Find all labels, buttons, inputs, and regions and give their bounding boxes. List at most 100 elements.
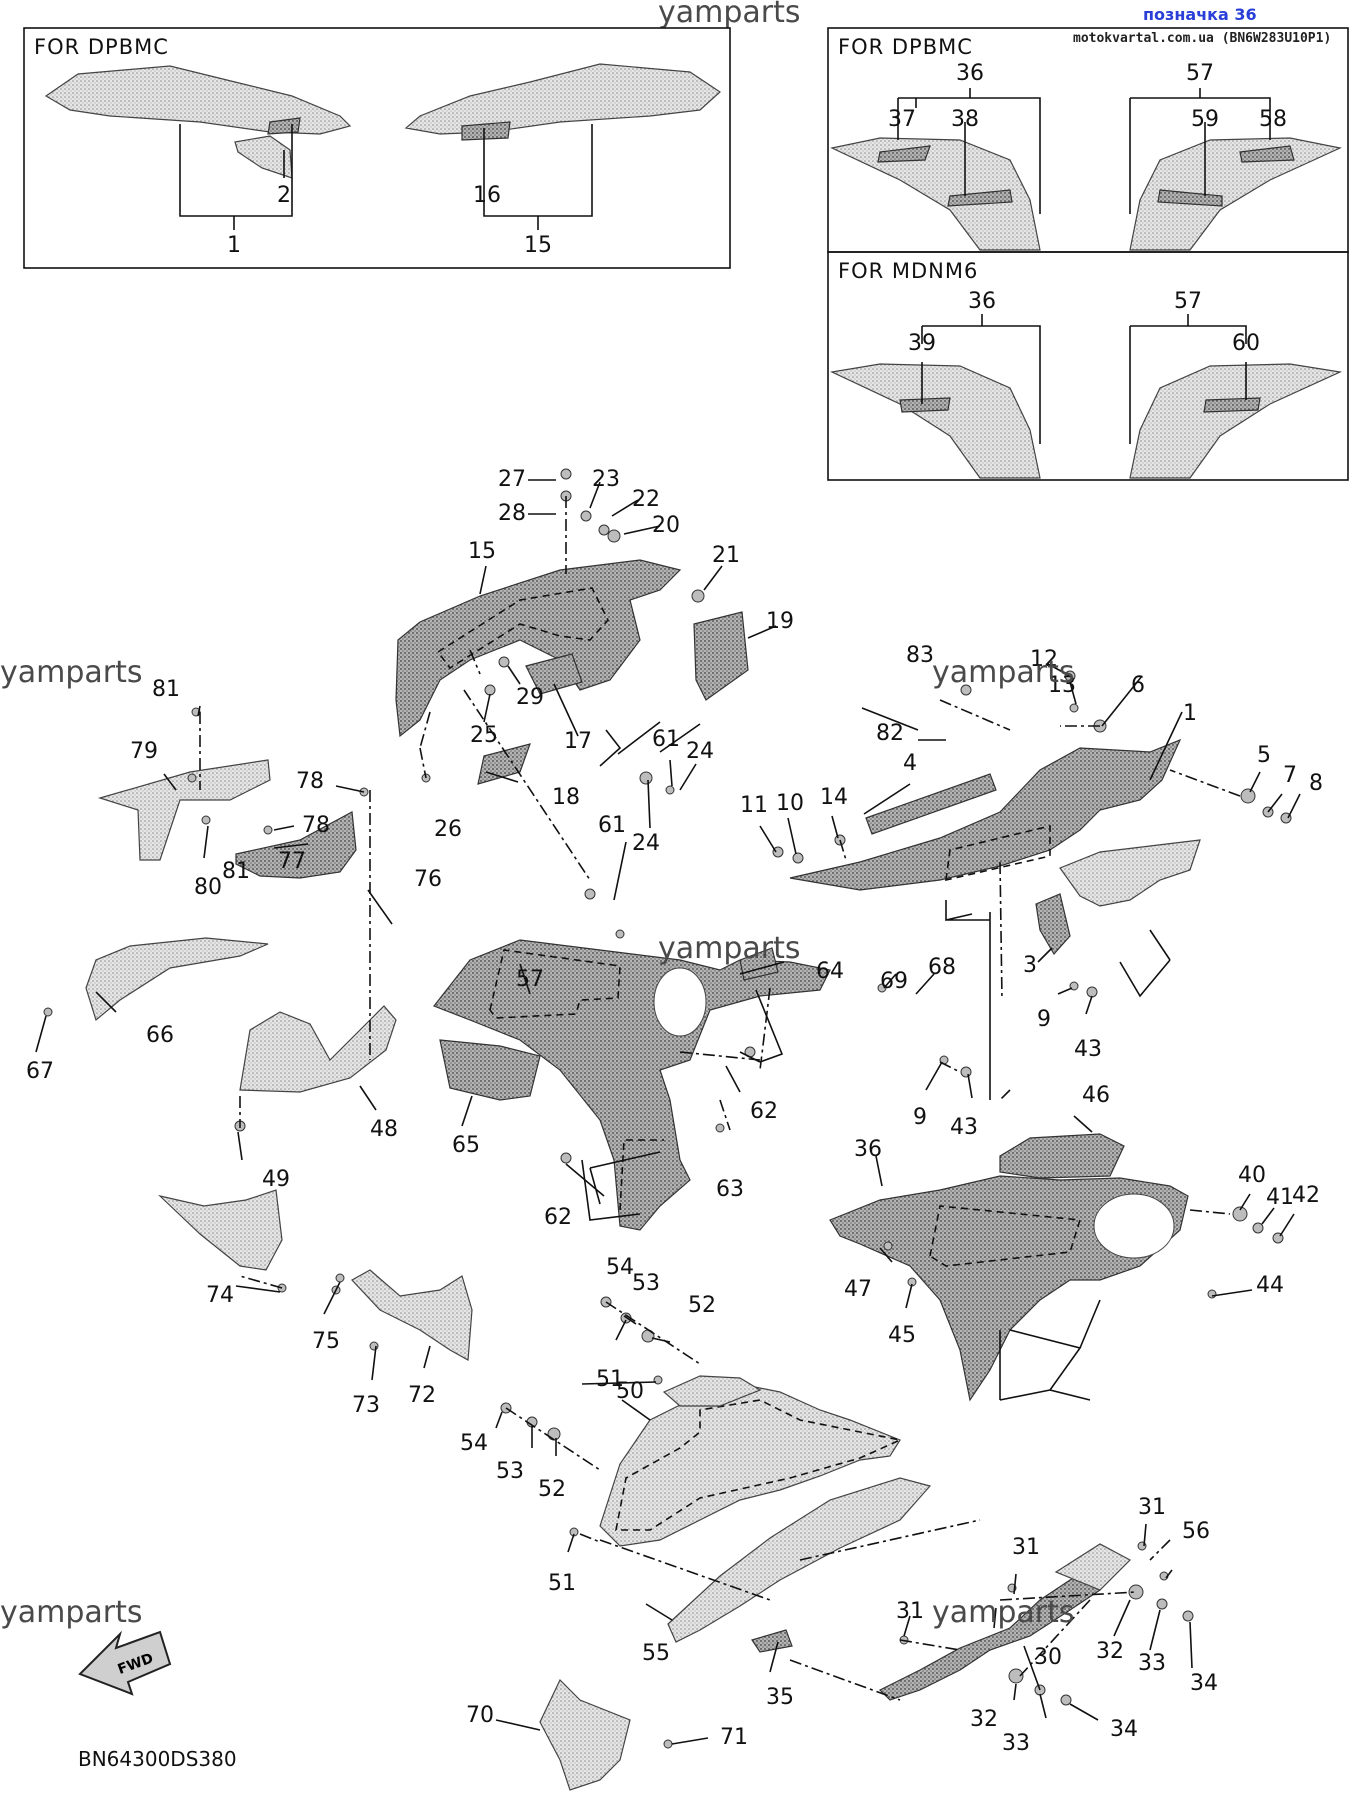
panel-part [999, 1133, 1125, 1179]
callout-number: 68 [928, 955, 956, 980]
callout-number: 30 [1034, 1645, 1062, 1670]
callout-number: 81 [222, 859, 250, 884]
callout-number: 73 [352, 1393, 380, 1418]
panel-title: FOR DPBMC [838, 35, 973, 59]
panel-part [539, 1678, 631, 1791]
panel-left [830, 363, 1041, 479]
callout-number: 13 [1048, 673, 1076, 698]
callout-number: 32 [1096, 1639, 1124, 1664]
callout-number: 31 [1012, 1535, 1040, 1560]
panel-title: FOR DPBMC [34, 35, 169, 59]
panel-right [1129, 137, 1342, 251]
callout-number: 62 [544, 1205, 572, 1230]
panel-part [693, 611, 749, 701]
watermark-top: yamparts [658, 0, 801, 30]
fasteners [43, 468, 1292, 1749]
panel-left-decal [877, 145, 931, 163]
panel-part [439, 1039, 541, 1101]
callout-number: 33 [1002, 1731, 1030, 1756]
callout-number: 71 [720, 1725, 748, 1750]
callout-number: 26 [434, 817, 462, 842]
callout-number: 9 [913, 1105, 927, 1130]
callout-number: 47 [844, 1277, 872, 1302]
callout-number: 41 [1266, 1185, 1294, 1210]
callout-number: 22 [632, 487, 660, 512]
callout-number: 53 [632, 1271, 660, 1296]
callout-number: 49 [262, 1167, 290, 1192]
callout: 16 [473, 183, 501, 208]
callout-number: 74 [206, 1283, 234, 1308]
label-link[interactable]: позначка 36 [1143, 5, 1257, 24]
callout-number: 23 [592, 467, 620, 492]
source-ref: motokvartal.com.ua (BN6W283U10P1) [1073, 31, 1331, 46]
callout-number: 78 [302, 813, 330, 838]
bracket-part [662, 1375, 762, 1407]
panel-title: FOR MDNM6 [838, 259, 978, 283]
callout-number: 8 [1309, 771, 1323, 796]
panel-part [1059, 839, 1201, 907]
callout-number: 61 [598, 813, 626, 838]
callout: 36 [956, 61, 984, 86]
callout-number: 57 [516, 967, 544, 992]
callout-number: 69 [880, 969, 908, 994]
callout-number: 67 [26, 1059, 54, 1084]
callout-number: 51 [596, 1367, 624, 1392]
callout-number: 72 [408, 1383, 436, 1408]
panel-part [97, 759, 271, 861]
callout-number: 56 [1182, 1519, 1210, 1544]
callout-number: 17 [564, 729, 592, 754]
callout-number: 15 [468, 539, 496, 564]
watermark: yamparts [658, 931, 801, 966]
callout-number: 50 [616, 1379, 644, 1404]
callout-number: 43 [950, 1115, 978, 1140]
callout: 57 [1174, 289, 1202, 314]
callout-number: 62 [750, 1099, 778, 1124]
callout-number: 83 [906, 643, 934, 668]
panel-right [1129, 363, 1343, 479]
callout-number: 14 [820, 785, 848, 810]
callout-number: 35 [766, 1685, 794, 1710]
right-cowl-part [789, 738, 1182, 891]
callout-number: 34 [1190, 1671, 1218, 1696]
callout-number: 70 [466, 1703, 494, 1728]
callout-number: 40 [1238, 1163, 1266, 1188]
callout-number: 42 [1292, 1183, 1320, 1208]
callout-number: 18 [552, 785, 580, 810]
callout-number: 31 [896, 1599, 924, 1624]
panel-part [158, 1189, 283, 1271]
callout: 1 [227, 233, 241, 258]
leader-lines [35, 479, 1301, 1745]
callout-number: 29 [516, 685, 544, 710]
callout-number: 55 [642, 1641, 670, 1666]
callout-number: 52 [538, 1477, 566, 1502]
panel-part [1054, 1543, 1131, 1591]
callout-number: 77 [278, 849, 306, 874]
cowl-right-decal [461, 121, 511, 141]
callout: 60 [1232, 331, 1260, 356]
callout-number: 53 [496, 1459, 524, 1484]
callout-number: 44 [1256, 1273, 1284, 1298]
callout: 37 [888, 107, 916, 132]
panel-dpbmc-sidepanel: FOR DPBMC 36 57 37 38 59 58 [827, 27, 1349, 253]
callout-number: 25 [470, 723, 498, 748]
panel-right-decal [1203, 397, 1261, 413]
panel-part [751, 1629, 793, 1653]
callout-number: 7 [1283, 763, 1297, 788]
panel-left-decal-2 [947, 189, 1013, 207]
panel-left-decal [899, 397, 951, 413]
callout-number: 45 [888, 1323, 916, 1348]
cowl-left [44, 65, 352, 135]
callout-number: 12 [1030, 647, 1058, 672]
panel-frame [827, 251, 1349, 481]
panel-part [85, 937, 269, 1022]
callout-number: 46 [1082, 1083, 1110, 1108]
callout-number: 78 [296, 769, 324, 794]
callout: 57 [1186, 61, 1214, 86]
callout-number: 24 [632, 831, 660, 856]
panel-part [878, 1569, 1101, 1701]
panel-mdnm6: FOR MDNM6 36 57 39 60 [827, 251, 1349, 481]
callout-number: 33 [1138, 1651, 1166, 1676]
callout-number: 5 [1257, 743, 1271, 768]
callout-number: 79 [130, 739, 158, 764]
callout-number: 32 [970, 1707, 998, 1732]
